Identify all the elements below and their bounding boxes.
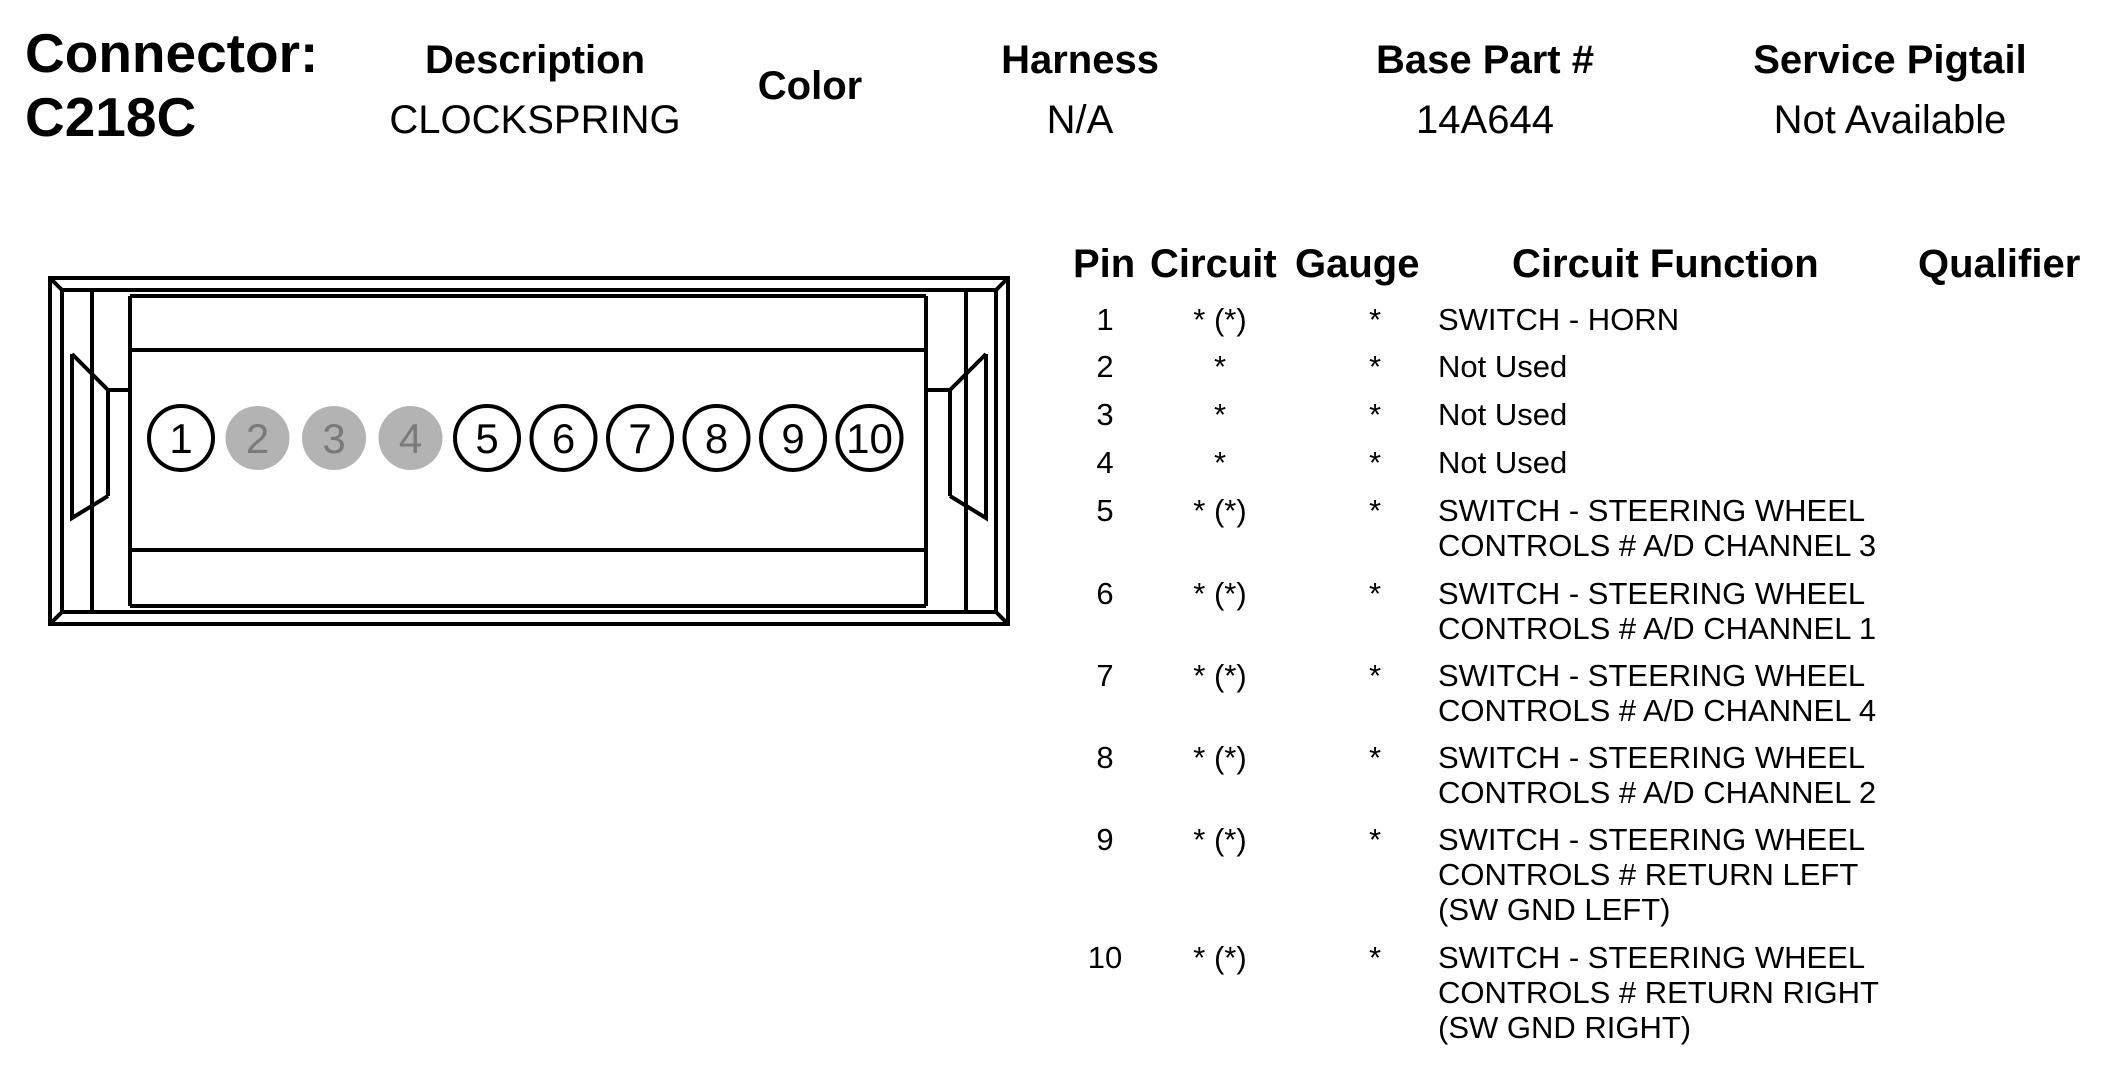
gauge-value: *	[1368, 822, 1382, 857]
pin-number: 8	[1096, 740, 1114, 775]
color-label: Color	[757, 64, 863, 108]
pin-number-label: 8	[705, 415, 728, 462]
pin-cavity-3: 3	[302, 406, 366, 470]
pin-number: 1	[1096, 302, 1114, 337]
pin-cavity-7: 7	[606, 404, 674, 472]
pin-number: 9	[1096, 822, 1114, 857]
connector-label: Connector:	[25, 22, 319, 84]
pin-number-label: 5	[475, 415, 498, 462]
pin-cavity-9: 9	[759, 404, 827, 472]
circuit-function: Not Used	[1438, 349, 1568, 384]
pin-cavity-6: 6	[529, 404, 598, 472]
pin-number-label: 2	[246, 415, 269, 462]
description-label: Description	[424, 38, 646, 82]
table-header-qualifier: Qualifier	[1918, 242, 2081, 286]
service-pigtail-value: Not Available	[1773, 98, 2007, 142]
description-value: CLOCKSPRING	[389, 98, 681, 142]
connector-outer-frame	[48, 276, 1010, 626]
gauge-value: *	[1368, 940, 1382, 975]
circuit-value: * (*)	[1193, 302, 1247, 337]
circuit-function: SWITCH - STEERING WHEEL CONTROLS # A/D C…	[1438, 740, 1877, 810]
connector-id: C218C	[25, 86, 197, 148]
circuit-value: * (*)	[1193, 940, 1247, 975]
circuit-value: *	[1213, 445, 1227, 480]
gauge-value: *	[1368, 493, 1382, 528]
pin-number-label: 4	[399, 415, 422, 462]
pin-number: 5	[1096, 493, 1114, 528]
connector-face-diagram: 1 2 3 4 5 6 7 8 9 10	[48, 276, 1010, 626]
gauge-value: *	[1368, 349, 1382, 384]
pin-cavity-8: 8	[682, 404, 751, 472]
table-header-pin: Pin	[1073, 242, 1136, 286]
pin-number-label: 6	[552, 415, 575, 462]
pin-cavity-5: 5	[453, 404, 521, 472]
pin-cavity-2: 2	[225, 406, 290, 470]
circuit-function: SWITCH - STEERING WHEEL CONTROLS # RETUR…	[1438, 822, 1866, 927]
table-header-circuit: Circuit	[1150, 242, 1277, 286]
circuit-function: SWITCH - HORN	[1438, 302, 1680, 337]
circuit-value: * (*)	[1193, 658, 1247, 693]
pin-number-label: 3	[322, 415, 345, 462]
circuit-function: SWITCH - STEERING WHEEL CONTROLS # A/D C…	[1438, 493, 1877, 563]
circuit-function: SWITCH - STEERING WHEEL CONTROLS # A/D C…	[1438, 576, 1877, 646]
connector-inner-frame	[60, 288, 998, 614]
gauge-value: *	[1368, 445, 1382, 480]
circuit-function: Not Used	[1438, 445, 1568, 480]
table-header-gauge: Gauge	[1295, 242, 1420, 286]
circuit-function: SWITCH - STEERING WHEEL CONTROLS # RETUR…	[1438, 940, 1879, 1045]
pin-cavity-1: 1	[147, 404, 215, 472]
pin-number: 7	[1096, 658, 1114, 693]
pin-number-label: 7	[628, 415, 651, 462]
pin-number: 6	[1096, 576, 1114, 611]
pin-cavity-4: 4	[378, 406, 443, 470]
base-part-value: 14A644	[1416, 98, 1554, 142]
circuit-function: Not Used	[1438, 397, 1568, 432]
pin-number-label: 9	[781, 415, 804, 462]
circuit-value: * (*)	[1193, 740, 1247, 775]
pin-number: 2	[1096, 349, 1114, 384]
circuit-value: *	[1213, 349, 1227, 384]
circuit-function: SWITCH - STEERING WHEEL CONTROLS # A/D C…	[1438, 658, 1877, 728]
service-pigtail-label: Service Pigtail	[1753, 38, 2027, 82]
gauge-value: *	[1368, 740, 1382, 775]
circuit-value: * (*)	[1193, 576, 1247, 611]
circuit-value: *	[1213, 397, 1227, 432]
pin-cavity-10: 10	[835, 404, 904, 472]
gauge-value: *	[1368, 658, 1382, 693]
gauge-value: *	[1368, 302, 1382, 337]
circuit-value: * (*)	[1193, 493, 1247, 528]
harness-value: N/A	[1046, 98, 1114, 142]
gauge-value: *	[1368, 397, 1382, 432]
gauge-value: *	[1368, 576, 1382, 611]
pin-number-label: 1	[169, 415, 192, 462]
pin-number: 4	[1096, 445, 1114, 480]
pin-number: 3	[1096, 397, 1114, 432]
pin-number-label: 10	[846, 415, 893, 462]
harness-label: Harness	[1001, 38, 1159, 82]
base-part-label: Base Part #	[1376, 38, 1594, 82]
pin-number: 10	[1087, 940, 1123, 975]
circuit-value: * (*)	[1193, 822, 1247, 857]
table-header-function: Circuit Function	[1512, 242, 1819, 286]
